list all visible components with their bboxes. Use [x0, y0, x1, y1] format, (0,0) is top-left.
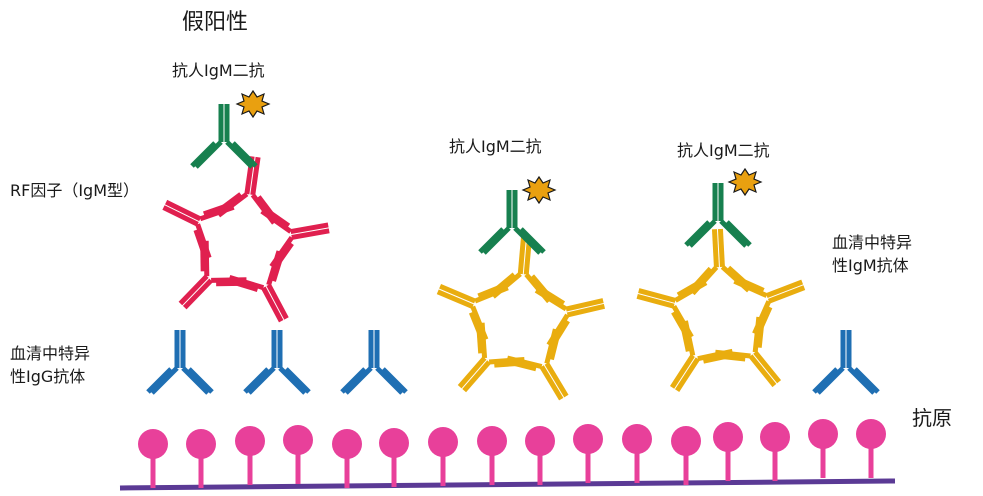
antigen-5	[332, 429, 362, 488]
igm-pentamer-1	[419, 228, 619, 420]
label-anti-igm-2: 抗人IgM二抗	[449, 137, 542, 156]
secondary-antibody-3	[686, 183, 750, 246]
label-antigen: 抗原	[912, 406, 952, 430]
label-star-icon-2	[522, 176, 556, 204]
label-serum-igm-line2: 性IgM抗体	[832, 256, 909, 275]
antigen-baseline	[119, 478, 896, 491]
igm-pentamer-2	[625, 224, 819, 410]
antigen-3	[235, 426, 265, 485]
igg-antibody-4	[814, 330, 878, 393]
secondary-antibody-1	[192, 104, 256, 167]
igg-antibody-3	[342, 330, 406, 393]
antigen-8	[477, 426, 507, 485]
label-anti-igm-1: 抗人IgM二抗	[172, 61, 265, 80]
antigen-12	[671, 426, 701, 485]
label-star-icon-1	[236, 90, 270, 118]
secondary-antibodies	[192, 104, 750, 253]
diagram-title: 假阳性	[182, 10, 249, 35]
label-anti-igm-3: 抗人IgM二抗	[677, 141, 770, 160]
label-serum-igm-line1: 血清中特异	[832, 233, 913, 252]
antigen-15	[808, 419, 838, 478]
antigen-14	[760, 422, 790, 481]
igg-antibody-1	[148, 330, 212, 393]
antigen-6	[379, 428, 409, 487]
label-serum-igg-line2: 性IgG抗体	[10, 367, 86, 386]
igg-antibody-2	[245, 330, 309, 393]
label-rf-factor: RF因子（IgM型）	[10, 181, 140, 200]
antigen-9	[525, 426, 555, 485]
label-serum-igg-line1: 血清中特异	[10, 344, 91, 363]
antigen-4	[283, 425, 313, 484]
antigen-7	[428, 427, 458, 486]
antigen-13	[713, 422, 743, 481]
antigen-1	[138, 429, 168, 488]
antigen-16	[856, 419, 886, 478]
antigen-row	[138, 419, 886, 488]
label-star-icon-3	[728, 168, 762, 196]
antigen-2	[186, 429, 216, 488]
antigen-10	[573, 424, 603, 483]
antigen-11	[622, 424, 652, 483]
rf-factor-pentamer	[139, 144, 347, 344]
secondary-antibody-2	[480, 190, 544, 253]
